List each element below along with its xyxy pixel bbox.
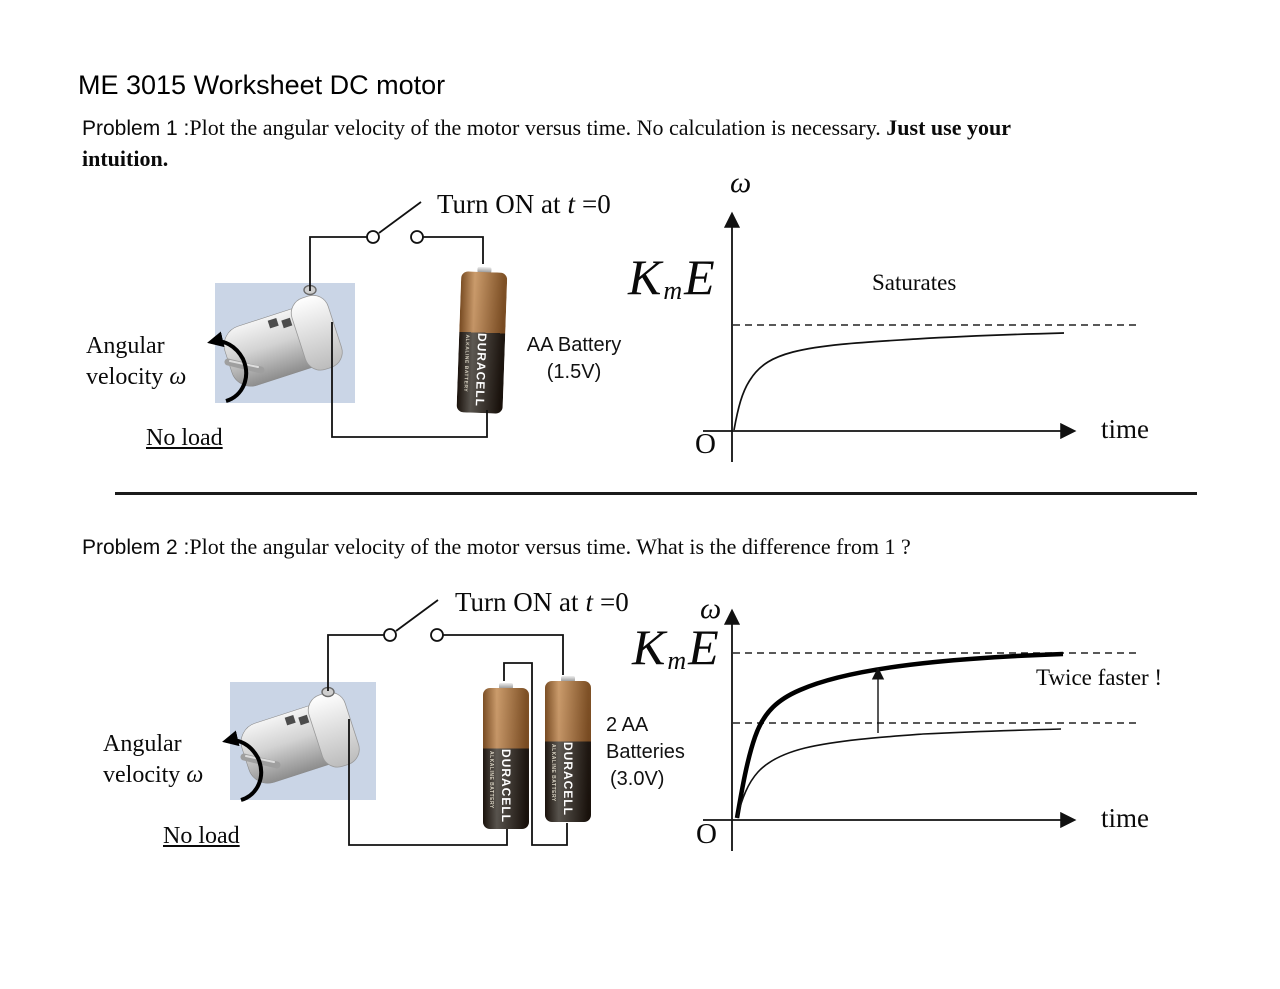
battery-subbrand-text: ALKALINE BATTERY: [550, 744, 556, 802]
switch-contact: [410, 230, 424, 244]
battery-label-line: (1.5V): [546, 361, 602, 383]
problem1-battery-label: AA Battery (1.5V): [513, 332, 635, 386]
battery-label-line: 2 AA: [606, 714, 649, 736]
rotation-arrow: [222, 730, 264, 802]
velocity-word: velocity: [103, 762, 181, 788]
graph2-twice-faster-annotation: Twice faster !: [1036, 665, 1163, 690]
battery-aa-problem2-left: ALKALINE BATTERY DURACELL: [483, 683, 529, 829]
graph1-x-axis-label: time: [1101, 414, 1149, 444]
battery-brand-text: DURACELL: [561, 742, 575, 816]
problem1-body-bold-1: Just use your: [886, 115, 1011, 140]
switch-label-post: =0: [600, 587, 629, 617]
motor-photo-problem1: [207, 283, 355, 403]
battery-positive-terminal: [561, 676, 575, 682]
switch-contact: [366, 230, 380, 244]
e-symbol: E: [684, 249, 715, 305]
graph2-omega-curve-2aa-thick: [734, 651, 1064, 819]
problem1-kme-label: K m E: [628, 249, 715, 305]
switch-contact: [430, 628, 444, 642]
e-symbol: E: [688, 619, 719, 675]
problem1-no-load-label: No load: [146, 425, 223, 451]
velocity-word: velocity: [86, 364, 164, 390]
battery-label-line: (3.0V): [610, 768, 665, 790]
graph1-omega-curve: [733, 332, 1065, 431]
graph2-omega-curve-1aa-thin: [736, 728, 1062, 819]
problem2-battery-label: 2 AA Batteries (3.0V): [606, 712, 685, 793]
omega-symbol: ω: [186, 762, 204, 788]
problem1-body: Plot the angular velocity of the motor v…: [189, 115, 881, 140]
graph2-origin-label: O: [696, 818, 717, 850]
graph2: [703, 608, 1139, 851]
battery-positive-terminal: [499, 683, 513, 689]
omega-symbol: ω: [169, 364, 187, 390]
switch-lever: [378, 201, 422, 234]
circuit-wires-problem2: [327, 599, 568, 846]
graph2-y-axis-label: ω: [700, 592, 722, 625]
motor-photo-problem2: [222, 682, 376, 802]
battery-subbrand-text: ALKALINE BATTERY: [488, 751, 494, 809]
problem2-no-load-label: No load: [163, 823, 240, 849]
battery-shell: [545, 681, 591, 822]
problem2-body: Plot the angular velocity of the motor v…: [189, 534, 911, 559]
problem2-statement: Problem 2 :Plot the angular velocity of …: [82, 532, 1200, 563]
page-title: ME 3015 Worksheet DC motor: [78, 70, 446, 100]
k-symbol: K: [628, 249, 662, 305]
battery-brand-text: DURACELL: [499, 749, 513, 823]
battery-shell: [483, 688, 529, 829]
problem1-body-bold-2: intuition.: [82, 146, 169, 171]
problem2-kme-label: K m E: [632, 619, 719, 675]
problem1-angular-velocity-label: Angular velocity ω: [86, 331, 186, 393]
battery-aa-problem2-right: ALKALINE BATTERY DURACELL: [545, 676, 591, 822]
graph1-origin-label: O: [695, 428, 716, 460]
k-subscript-m: m: [663, 276, 683, 305]
problem2-heading: Problem 2 :: [82, 536, 190, 559]
problem1-statement: Problem 1 :Plot the angular velocity of …: [82, 113, 1200, 174]
battery-label-line: AA Battery: [526, 334, 622, 356]
switch-label-pre: Turn ON at: [455, 587, 579, 617]
rotation-arrow: [207, 331, 249, 403]
k-symbol: K: [632, 619, 666, 675]
switch-contact: [383, 628, 397, 642]
switch-label-post: =0: [582, 189, 611, 219]
problem2-angular-velocity-label: Angular velocity ω: [103, 729, 203, 791]
graph2-x-axis-label: time: [1101, 803, 1149, 833]
graph1: [703, 211, 1137, 462]
switch-label-pre: Turn ON at: [437, 189, 561, 219]
k-subscript-m: m: [667, 646, 687, 675]
switch-label-var: t: [585, 587, 594, 617]
problem1-heading: Problem 1 :: [82, 117, 190, 140]
switch-lever: [395, 599, 439, 632]
angular-word: Angular: [86, 333, 165, 359]
graph1-saturates-annotation: Saturates: [872, 270, 957, 295]
switch-label-var: t: [567, 189, 576, 219]
section-divider: [115, 492, 1197, 495]
angular-word: Angular: [103, 731, 182, 757]
graph1-y-axis-label: ω: [730, 166, 752, 199]
battery-label-line: Batteries: [606, 741, 685, 763]
circuit-wires-problem1: [309, 201, 488, 438]
